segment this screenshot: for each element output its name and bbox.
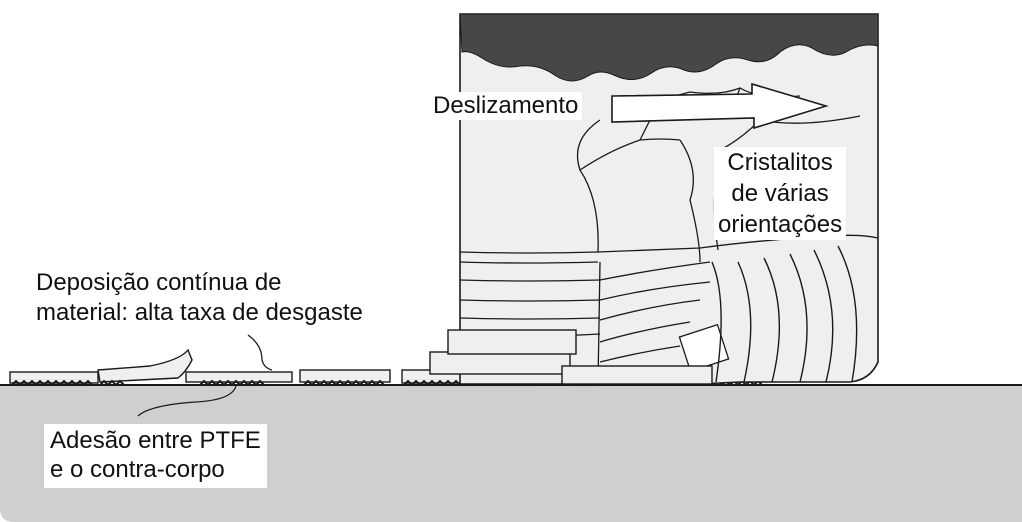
sliding-label: Deslizamento (429, 92, 583, 120)
adhesion-line-1: Adesão entre PTFE (50, 427, 261, 454)
step-fragment-3 (561, 365, 713, 385)
fragment-4 (299, 369, 391, 383)
crystallites-line-1: Cristalitos (727, 149, 833, 176)
stepped-fragments (429, 329, 713, 385)
crystallites-label: Cristalitos de várias orientações (714, 147, 847, 240)
crystallites-line-3: orientações (718, 211, 843, 238)
adhesion-leader-line (137, 385, 237, 417)
step-fragment-1 (429, 351, 571, 375)
adhesion-label: Adesão entre PTFE e o contra-corpo (44, 424, 267, 488)
sliding-arrow (611, 82, 829, 130)
crystallites-line-2: de várias (731, 180, 829, 207)
lamellar-layers-left (459, 261, 711, 385)
deposition-label: Deposição contínua de material: alta tax… (36, 268, 363, 328)
fragment-2 (97, 348, 193, 383)
ptfe-dark-top (459, 13, 879, 82)
deposition-line-2: material: alta taxa de desgaste (36, 299, 363, 326)
deposition-leader-line (247, 334, 273, 371)
curved-crystallites (711, 245, 858, 383)
adhesion-line-2: e o contra-corpo (50, 456, 225, 483)
fragment-3 (185, 371, 293, 383)
crystallite-inset (678, 323, 730, 373)
step-fragment-2 (447, 329, 577, 355)
deposition-line-1: Deposição contínua de (36, 269, 282, 296)
